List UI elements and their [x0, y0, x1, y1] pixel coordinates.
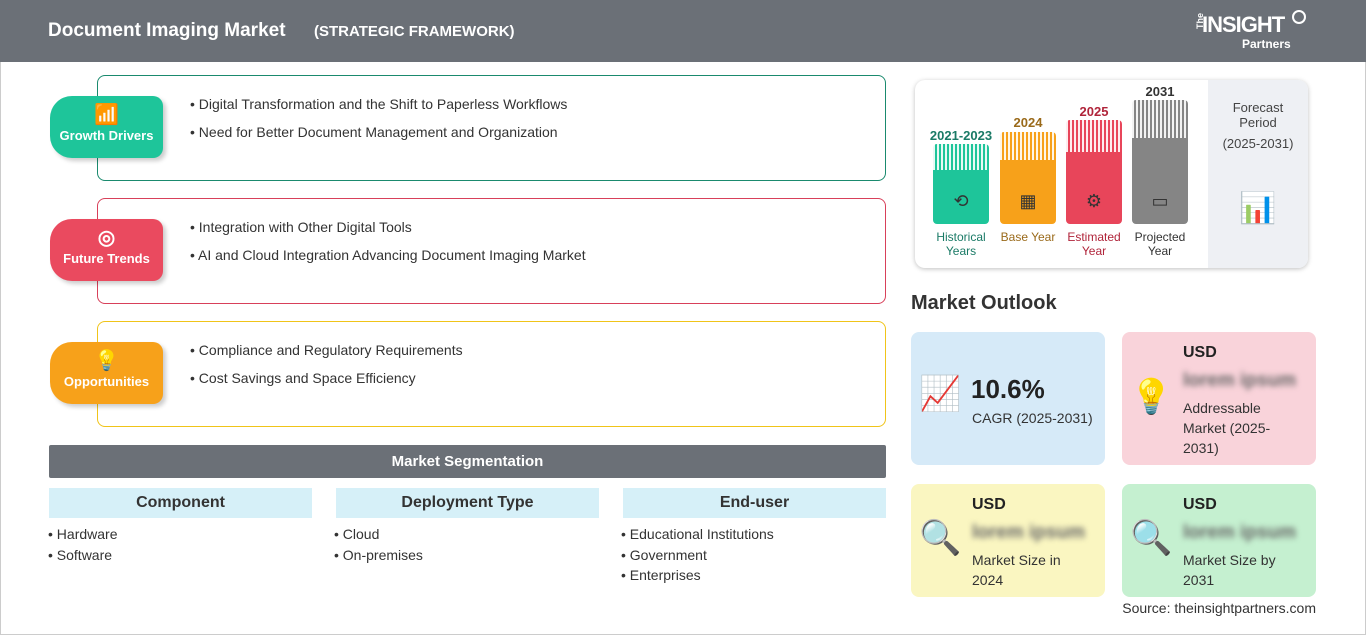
- bar-label: Estimated Year: [1067, 230, 1121, 258]
- bar-label: Base Year: [1000, 230, 1056, 244]
- analytics-illustration-icon: 📊: [1239, 192, 1277, 225]
- segment-item-text: Educational Institutions: [629, 526, 774, 542]
- segment-header-component: Component: [49, 488, 312, 518]
- calendar-icon: ▦: [1019, 191, 1037, 211]
- bullet-text: Need for Better Document Management and …: [198, 124, 558, 140]
- segment-item: • Hardware: [48, 526, 118, 542]
- bar-label: Projected Year: [1134, 230, 1186, 258]
- segment-item: • On-premises: [334, 547, 423, 563]
- timeline-card: ⟲ ▦ ⚙ ▭ 2021-2023 2024 2025 2031 Histori…: [915, 80, 1308, 268]
- blurred-value: lorem ipsum: [972, 522, 1085, 543]
- year-label: 2024: [1013, 115, 1043, 130]
- bullet: • Cost Savings and Space Efficiency: [190, 370, 416, 386]
- segment-item: • Enterprises: [621, 567, 701, 583]
- currency: USD: [972, 496, 1006, 513]
- year-label: 2025: [1079, 104, 1109, 119]
- bullet-text: Compliance and Regulatory Requirements: [198, 342, 463, 358]
- segment-item-text: Government: [629, 547, 707, 563]
- cagr-card: 📈 10.6% CAGR (2025-2031): [911, 332, 1105, 465]
- opportunities-badge: 💡 Opportunities: [50, 342, 163, 404]
- history-icon: ⟲: [953, 191, 969, 211]
- cagr-value: 10.6%: [971, 374, 1045, 404]
- size-2024-label: Market Size in 2024: [972, 552, 1061, 588]
- bullet-text: AI and Cloud Integration Advancing Docum…: [198, 247, 586, 263]
- forecast-range: (2025-2031): [1222, 136, 1294, 151]
- growth-chart-icon: 📶: [94, 104, 119, 126]
- addressable-market-card: 💡 USD lorem ipsum Addressable Market (20…: [1122, 332, 1316, 465]
- future-trends-badge: ◎ Future Trends: [50, 219, 163, 281]
- bullet: • Need for Better Document Management an…: [190, 124, 558, 140]
- timeline-bar-historical: ⟲: [933, 144, 989, 224]
- segment-item: • Cloud: [334, 526, 380, 542]
- market-size-2031-card: 🔍 USD lorem ipsum Market Size by 2031: [1122, 484, 1316, 597]
- year-label: 2021-2023: [929, 128, 993, 143]
- currency: USD: [1183, 344, 1217, 361]
- target-icon: ◎: [97, 227, 116, 249]
- source-text: Source: theinsightpartners.com: [1122, 600, 1316, 616]
- bullet-text: Digital Transformation and the Shift to …: [198, 96, 568, 112]
- blurred-value: lorem ipsum: [1183, 370, 1296, 391]
- bullet-text: Integration with Other Digital Tools: [198, 219, 412, 235]
- growth-chart-icon: 📈: [919, 375, 962, 413]
- segment-header-end-user: End-user: [623, 488, 886, 518]
- segment-item-text: Enterprises: [629, 567, 701, 583]
- settings-chart-icon: ⚙: [1085, 191, 1103, 211]
- year-label: 2031: [1145, 84, 1175, 99]
- segment-item: • Government: [621, 547, 707, 563]
- bar-label: Historical Years: [936, 230, 986, 258]
- bullet-text: Cost Savings and Space Efficiency: [198, 370, 416, 386]
- forecast-period-panel: Forecast Period (2025-2031) 📊: [1208, 80, 1308, 268]
- blurred-value: lorem ipsum: [1183, 522, 1296, 543]
- segment-item-text: Hardware: [56, 526, 118, 542]
- addressable-label: Addressable Market (2025-2031): [1183, 400, 1271, 456]
- lightbulb-hand-icon: 💡: [94, 350, 119, 372]
- growth-drivers-box: [97, 75, 886, 181]
- segment-item-text: Software: [56, 547, 113, 563]
- cagr-label: CAGR (2025-2031): [972, 410, 1093, 426]
- timeline-bar-estimated: ⚙: [1066, 120, 1122, 224]
- currency: USD: [1183, 496, 1217, 513]
- timeline-bar-base: ▦: [1000, 132, 1056, 224]
- bullet: • Integration with Other Digital Tools: [190, 219, 412, 235]
- lightbulb-dollar-icon: 💡: [1130, 378, 1173, 416]
- page-subtitle: (STRATEGIC FRAMEWORK): [314, 23, 515, 40]
- size-2031-label: Market Size by 2031: [1183, 552, 1276, 588]
- segment-item: • Educational Institutions: [621, 526, 774, 542]
- forecast-label: Forecast Period: [1232, 100, 1284, 130]
- badge-label: Growth Drivers: [59, 128, 154, 143]
- market-outlook-title: Market Outlook: [911, 292, 1057, 314]
- market-segmentation-header: Market Segmentation: [49, 445, 886, 478]
- magnifier-chart-icon: 🔍: [919, 519, 962, 557]
- timeline-bar-projected: ▭: [1132, 100, 1188, 224]
- bullet: • AI and Cloud Integration Advancing Doc…: [190, 247, 586, 263]
- badge-label: Future Trends: [63, 251, 150, 266]
- page-title: Document Imaging Market: [48, 20, 286, 41]
- segment-item-text: Cloud: [342, 526, 380, 542]
- segment-item: • Software: [48, 547, 113, 563]
- presentation-icon: ▭: [1151, 191, 1169, 211]
- growth-drivers-badge: 📶 Growth Drivers: [50, 96, 163, 158]
- magnifier-chart-icon: 🔍: [1130, 519, 1173, 557]
- market-size-2024-card: 🔍 USD lorem ipsum Market Size in 2024: [911, 484, 1105, 597]
- opportunities-box: [97, 321, 886, 427]
- segment-item-text: On-premises: [342, 547, 423, 563]
- header-bar: [0, 0, 1366, 62]
- badge-label: Opportunities: [63, 374, 150, 389]
- bullet: • Compliance and Regulatory Requirements: [190, 342, 463, 358]
- segment-header-deployment: Deployment Type: [336, 488, 599, 518]
- bullet: • Digital Transformation and the Shift t…: [190, 96, 568, 112]
